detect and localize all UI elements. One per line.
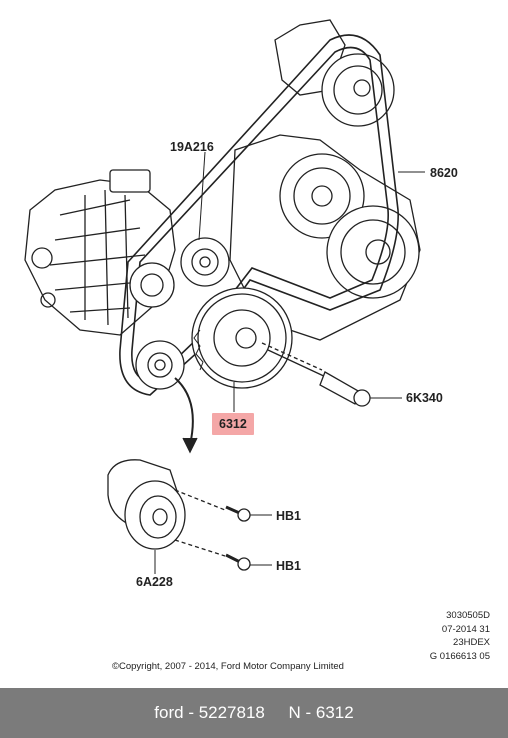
meta-line: G 0166613 05 — [429, 650, 490, 662]
crankshaft-pulley — [191, 287, 293, 389]
hb1-bolt-lower — [225, 553, 251, 571]
callout-6312-highlighted: 6312 — [212, 413, 254, 435]
callout-8620: 8620 — [430, 166, 458, 180]
callout-6A228: 6A228 — [136, 575, 173, 589]
meta-line: 07-2014 31 — [441, 623, 490, 635]
meta-line: 3030505D — [446, 610, 490, 621]
part-number-footer: ford - 5227818 N - 6312 — [0, 688, 508, 738]
drawing-reference-block: 3030505D 07-2014 31 23HDEX G 0166613 05 — [430, 609, 490, 663]
drive-belt — [119, 34, 399, 396]
callout-6K340: 6K340 — [406, 391, 443, 405]
tensioner-pulley-installed — [135, 340, 185, 390]
upper-pulley-drawing — [274, 19, 395, 127]
footer-text: ford - 5227818 N - 6312 — [154, 703, 354, 722]
ac-compressor-pulley — [326, 205, 420, 299]
leader-lines — [154, 151, 425, 574]
copyright-notice: ©Copyright, 2007 - 2014, Ford Motor Comp… — [112, 661, 344, 672]
bolt-leader-dashed — [261, 342, 323, 371]
idler-pulley — [180, 237, 230, 287]
alternator-drawing — [24, 169, 176, 336]
belt-routing-diagram — [24, 19, 425, 574]
meta-line: 23HDEX — [453, 637, 490, 649]
callout-19A216: 19A216 — [170, 140, 214, 154]
tensioner-assembly-drawing — [107, 459, 226, 557]
callout-hb1-upper: HB1 — [276, 509, 302, 523]
detail-arrow — [174, 377, 194, 446]
callout-hb1-lower: HB1 — [276, 559, 302, 573]
alternator-pulley — [129, 262, 175, 308]
crank-bolt-drawing — [267, 349, 371, 407]
hb1-bolt-upper — [225, 505, 251, 522]
